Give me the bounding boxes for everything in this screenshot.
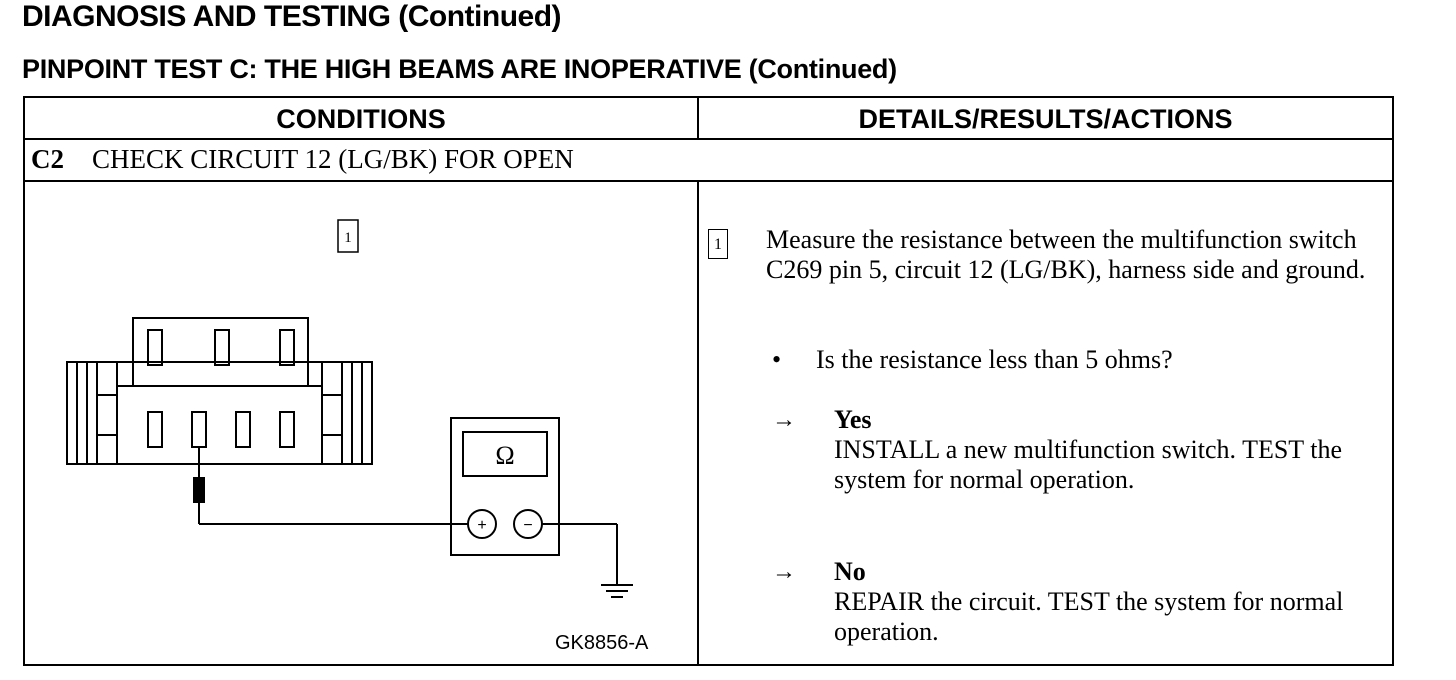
question-item: • Is the resistance less than 5 ohms? bbox=[772, 345, 1173, 375]
yes-action: INSTALL a new multifunction switch. TEST… bbox=[834, 435, 1342, 494]
step-row: C2 CHECK CIRCUIT 12 (LG/BK) FOR OPEN bbox=[31, 144, 574, 175]
figure-id: GK8856-A bbox=[555, 632, 649, 654]
pin-upper-3 bbox=[279, 329, 295, 366]
yes-label: Yes bbox=[834, 405, 872, 434]
test-probe bbox=[193, 477, 205, 503]
step-id: C2 bbox=[31, 144, 64, 174]
pin-upper-1 bbox=[147, 329, 163, 366]
instruction-text: Measure the resistance between the multi… bbox=[766, 225, 1366, 284]
question-text: Is the resistance less than 5 ohms? bbox=[816, 345, 1173, 374]
pin-lower-4 bbox=[279, 411, 295, 448]
step-marker: 1 bbox=[708, 229, 728, 259]
connector-body bbox=[66, 361, 373, 465]
pin-lower-1 bbox=[147, 411, 163, 448]
column-divider bbox=[697, 180, 699, 664]
step-title: CHECK CIRCUIT 12 (LG/BK) FOR OPEN bbox=[92, 144, 574, 174]
no-arrow-icon: → bbox=[772, 559, 796, 585]
callout-number: 1 bbox=[344, 230, 352, 246]
bullet: • bbox=[772, 345, 782, 374]
minus-sign: − bbox=[523, 517, 532, 534]
header-rule bbox=[25, 138, 1392, 140]
header-divider bbox=[697, 98, 699, 140]
conditions-header: CONDITIONS bbox=[276, 103, 446, 134]
details-header: DETAILS/RESULTS/ACTIONS bbox=[858, 103, 1233, 134]
ohmmeter bbox=[450, 417, 560, 556]
no-result: No REPAIR the circuit. TEST the system f… bbox=[834, 557, 1374, 647]
no-label: No bbox=[834, 557, 866, 586]
plus-sign: + bbox=[477, 517, 486, 534]
ohm-symbol: Ω bbox=[495, 441, 514, 470]
yes-result: Yes INSTALL a new multifunction switch. … bbox=[834, 405, 1374, 495]
no-action: REPAIR the circuit. TEST the system for … bbox=[834, 587, 1344, 646]
meter-plus-terminal bbox=[467, 509, 497, 539]
step-rule bbox=[25, 180, 1392, 182]
pinpoint-test-table: CONDITIONS DETAILS/RESULTS/ACTIONS C2 CHE… bbox=[23, 96, 1394, 666]
page-title: DIAGNOSIS AND TESTING (Continued) bbox=[22, 0, 562, 33]
meter-display bbox=[462, 431, 548, 477]
connector-upper-housing bbox=[132, 317, 309, 387]
connector-diagram: 1 Ω + − bbox=[66, 219, 633, 598]
pinpoint-test-title: PINPOINT TEST C: THE HIGH BEAMS ARE INOP… bbox=[22, 54, 897, 84]
pin-upper-2 bbox=[214, 329, 230, 366]
yes-arrow-icon: → bbox=[772, 407, 796, 433]
callout-box bbox=[337, 219, 359, 253]
pin-5 bbox=[191, 411, 207, 448]
pin-lower-3 bbox=[235, 411, 251, 448]
